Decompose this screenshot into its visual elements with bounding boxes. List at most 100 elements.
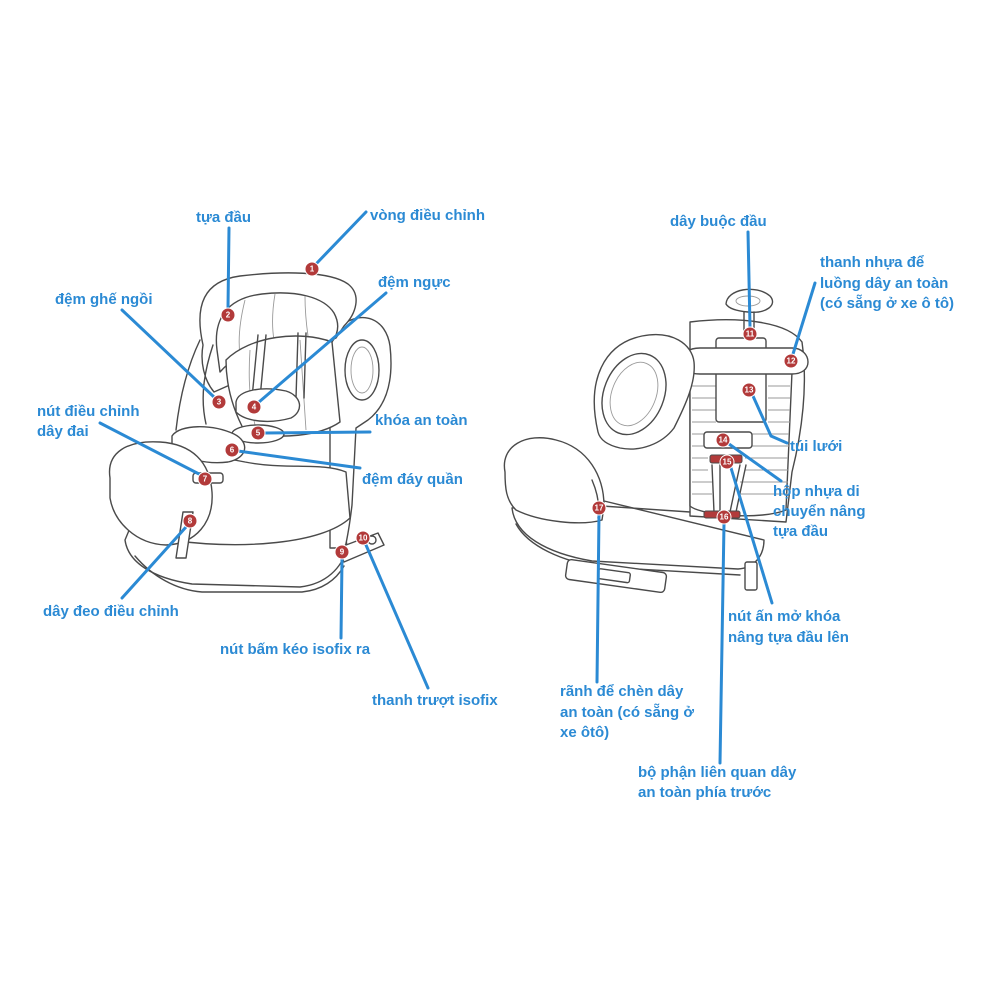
svg-text:6: 6 [230,446,235,455]
rear-seat-support-leg [744,561,758,591]
front-seat-armrest [108,441,213,546]
front-seat-side-bolster [202,344,214,425]
front-seat-shell-left [175,339,201,431]
label-release-button-line1: nút ấn mở khóa [728,608,841,625]
marker-4: 4 [246,399,262,415]
label-belt-slot-line3: xe ôtô) [560,724,609,741]
marker-16: 16 [716,509,732,525]
label-harness-adjust-line2: dây đai [37,423,89,440]
callout-line-crotch-pad [236,449,362,470]
callout-line-harness-adjust [98,421,201,476]
callout-line-belt-slot [595,513,601,684]
callout-line-top-tether [746,230,752,329]
marker-1: 1 [304,261,320,277]
front-seat-base-edge [134,555,345,593]
marker-3: 3 [211,394,227,410]
svg-text:13: 13 [745,386,754,395]
rear-seat-drawing [503,288,809,594]
label-slider-box-line2: chuyển nâng [773,503,866,520]
label-isofix-release-button: nút bấm kéo isofix ra [220,641,371,658]
front-view-labels: tựa đầu vòng điều chỉnh đệm ngực đệm ghế… [37,207,498,709]
rear-seat-left-wing [593,334,695,450]
rear-seat-isofix-rail [564,558,668,594]
marker-10: 10 [355,530,371,546]
svg-text:3: 3 [217,398,222,407]
label-isofix-slider: thanh trượt isofix [372,692,498,709]
callout-line-seat-cushion [120,308,216,399]
label-chest-pad: đệm ngực [378,274,451,291]
label-crotch-pad: đệm đáy quần [362,471,463,488]
marker-9: 9 [334,544,350,560]
rear-seat-base-join [601,505,691,513]
markers: 1 2 3 4 5 6 7 8 9 10 11 12 13 14 15 16 1… [182,261,799,560]
rear-seat-wing-vent-outer [601,352,667,436]
label-safety-buckle: khóa an toàn [375,412,468,429]
label-belt-guide-bar-line3: (có sẵng ở xe ô tô) [820,295,954,312]
rear-view-labels: dây buộc đầu thanh nhựa để luồng dây an … [560,213,954,801]
label-belt-slot-line1: rãnh để chèn dây [560,683,684,700]
marker-2: 2 [220,307,236,323]
svg-text:5: 5 [256,429,261,438]
label-front-belt-parts-line2: an toàn phía trước [638,784,771,801]
svg-text:8: 8 [188,517,193,526]
marker-17: 17 [591,500,607,516]
front-seat-wing-vent-outer [344,339,380,401]
callout-line-isofix-slider [364,543,430,690]
marker-6: 6 [224,442,240,458]
svg-text:10: 10 [359,534,368,543]
label-release-button-line2: nâng tựa đầu lên [728,629,849,646]
front-seat-wing-vent-inner [350,346,374,394]
label-seat-cushion: đệm ghế ngồi [55,291,153,308]
svg-text:9: 9 [340,548,345,557]
rear-seat-armrest [503,437,605,524]
callout-line-chest-pad [257,291,388,404]
label-front-belt-parts-line1: bộ phận liên quan dây [638,764,797,781]
label-adjustment-strap: dây đeo điều chỉnh [43,603,179,620]
rear-seat-harness-straps [711,464,747,513]
label-belt-guide-bar-line1: thanh nhựa để [820,254,924,271]
label-mesh-pocket: túi lưới [790,438,842,455]
callout-line-safety-buckle [263,430,372,435]
callout-lines [98,210,817,765]
callout-line-release-button [729,466,774,605]
marker-14: 14 [715,432,731,448]
svg-text:17: 17 [595,504,604,513]
label-top-tether: dây buộc đầu [670,213,767,230]
front-seat-harness-left [251,334,267,399]
label-slider-box-line1: hộp nhựa di [773,483,860,500]
svg-text:7: 7 [203,475,208,484]
label-harness-adjust-line1: nút điều chỉnh [37,403,140,420]
callout-line-mesh-pocket [751,394,789,445]
label-belt-slot-line2: an toàn (có sẵng ở [560,704,694,721]
callout-line-front-belt-parts [718,522,726,765]
front-seat-back-cushion [225,335,341,437]
svg-text:16: 16 [720,513,729,522]
svg-text:15: 15 [723,458,732,467]
marker-11: 11 [742,326,758,342]
marker-5: 5 [250,425,266,441]
callout-line-adjustment-strap [120,525,188,600]
label-adjustment-ring: vòng điều chỉnh [370,207,485,224]
svg-text:2: 2 [226,311,231,320]
marker-13: 13 [741,382,757,398]
label-belt-guide-bar-line2: luồng dây an toàn [820,275,948,292]
label-headrest: tựa đầu [196,209,251,226]
callout-line-belt-guide-bar [791,281,817,356]
svg-text:14: 14 [719,436,728,445]
rear-seat-wing-vent-inner [609,361,659,427]
callout-line-slider-box [727,442,783,483]
marker-12: 12 [783,353,799,369]
svg-text:12: 12 [787,357,796,366]
marker-15: 15 [719,454,735,470]
svg-text:11: 11 [746,330,755,339]
front-seat-harness-right [295,332,307,399]
callout-line-isofix-release [339,557,344,640]
marker-8: 8 [182,513,198,529]
svg-text:1: 1 [310,265,315,274]
label-slider-box-line3: tựa đầu [773,523,828,540]
marker-7: 7 [197,471,213,487]
svg-text:4: 4 [252,403,257,412]
callout-line-headrest [226,226,231,310]
callout-line-adjustment-ring [314,210,368,266]
